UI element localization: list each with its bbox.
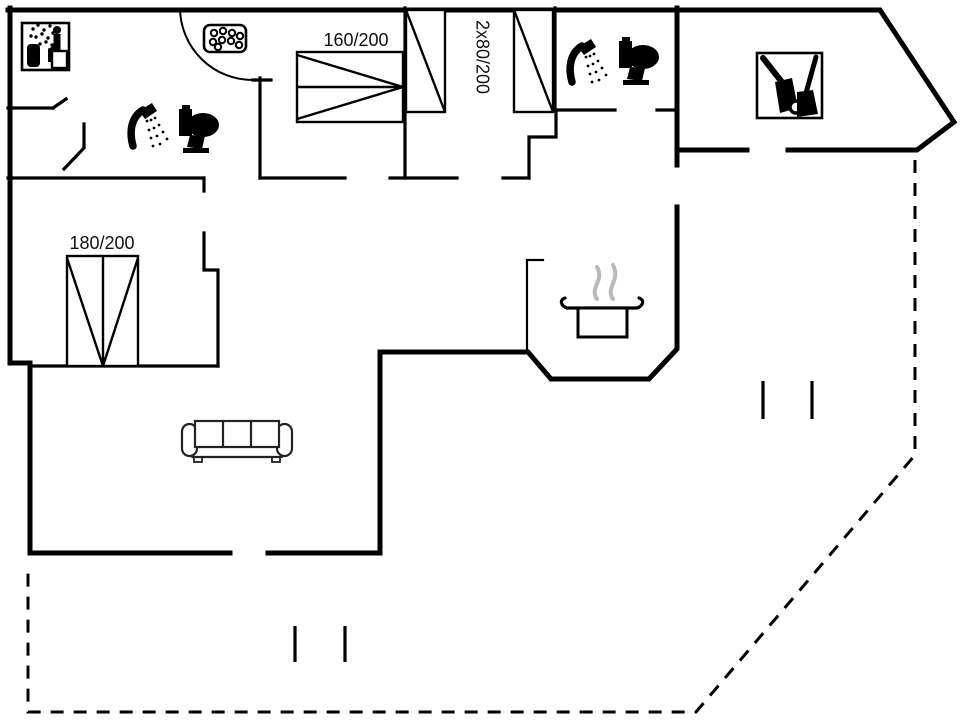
bed-double-160 — [295, 50, 405, 124]
sauna-person — [48, 26, 61, 62]
toilet-icon — [179, 105, 219, 153]
second-toilet-icon — [619, 37, 659, 85]
whirlpool-tub-icon — [202, 23, 248, 54]
broom-head — [797, 90, 818, 117]
bunk-bed-left-fold — [404, 9, 447, 113]
sauna-bench — [50, 49, 69, 70]
bed-double-180 — [65, 254, 140, 368]
sofa-back-cushions — [193, 419, 281, 449]
sofa-cushion-dividers — [221, 421, 253, 447]
wall-bedroom2-east — [202, 176, 220, 368]
kitchen-counter — [525, 258, 545, 354]
pot-steam — [592, 263, 618, 301]
pot-body — [576, 306, 629, 339]
broom-handle — [803, 54, 819, 96]
bed-size-labels: 160/200 2x80/200 180/200 — [69, 20, 492, 253]
sauna-icon — [20, 21, 71, 72]
bed-180-fold-lines — [65, 256, 140, 367]
terrace-steps-marker-east — [761, 381, 814, 419]
terrace-dashed-boundary — [26, 160, 917, 714]
door-swing-arc — [179, 7, 254, 82]
exterior-walls — [5, 5, 958, 556]
label-bed-180: 180/200 — [69, 233, 134, 253]
whirlpool-bubbles — [208, 26, 245, 52]
bunk-bed-right-fold — [512, 9, 555, 113]
exterior-wall-bottom-right-and-kitchen — [265, 204, 680, 556]
cleaning-equipment-icon — [755, 51, 824, 120]
terrace-steps-marker-south — [293, 626, 347, 662]
cooking-pot-icon — [559, 263, 645, 339]
interior-walls — [6, 6, 679, 368]
label-bed-160: 160/200 — [323, 30, 388, 50]
sofa — [180, 419, 294, 463]
exterior-wall-left-and-bottom-left — [7, 5, 233, 556]
sauna-steam-dots — [29, 23, 55, 47]
wall-entry-nook — [527, 108, 558, 180]
second-shower-icon — [570, 39, 607, 83]
wall-sauna-partition — [6, 96, 86, 172]
bed-160-fold-lines — [296, 53, 404, 121]
exterior-wall-top-and-angled-corner — [5, 7, 958, 153]
label-bed-2x80: 2x80/200 — [472, 20, 492, 94]
kitchen-counter-edge — [525, 258, 545, 354]
bunk-beds-2x80 — [404, 8, 555, 114]
shower-icon — [131, 103, 168, 147]
